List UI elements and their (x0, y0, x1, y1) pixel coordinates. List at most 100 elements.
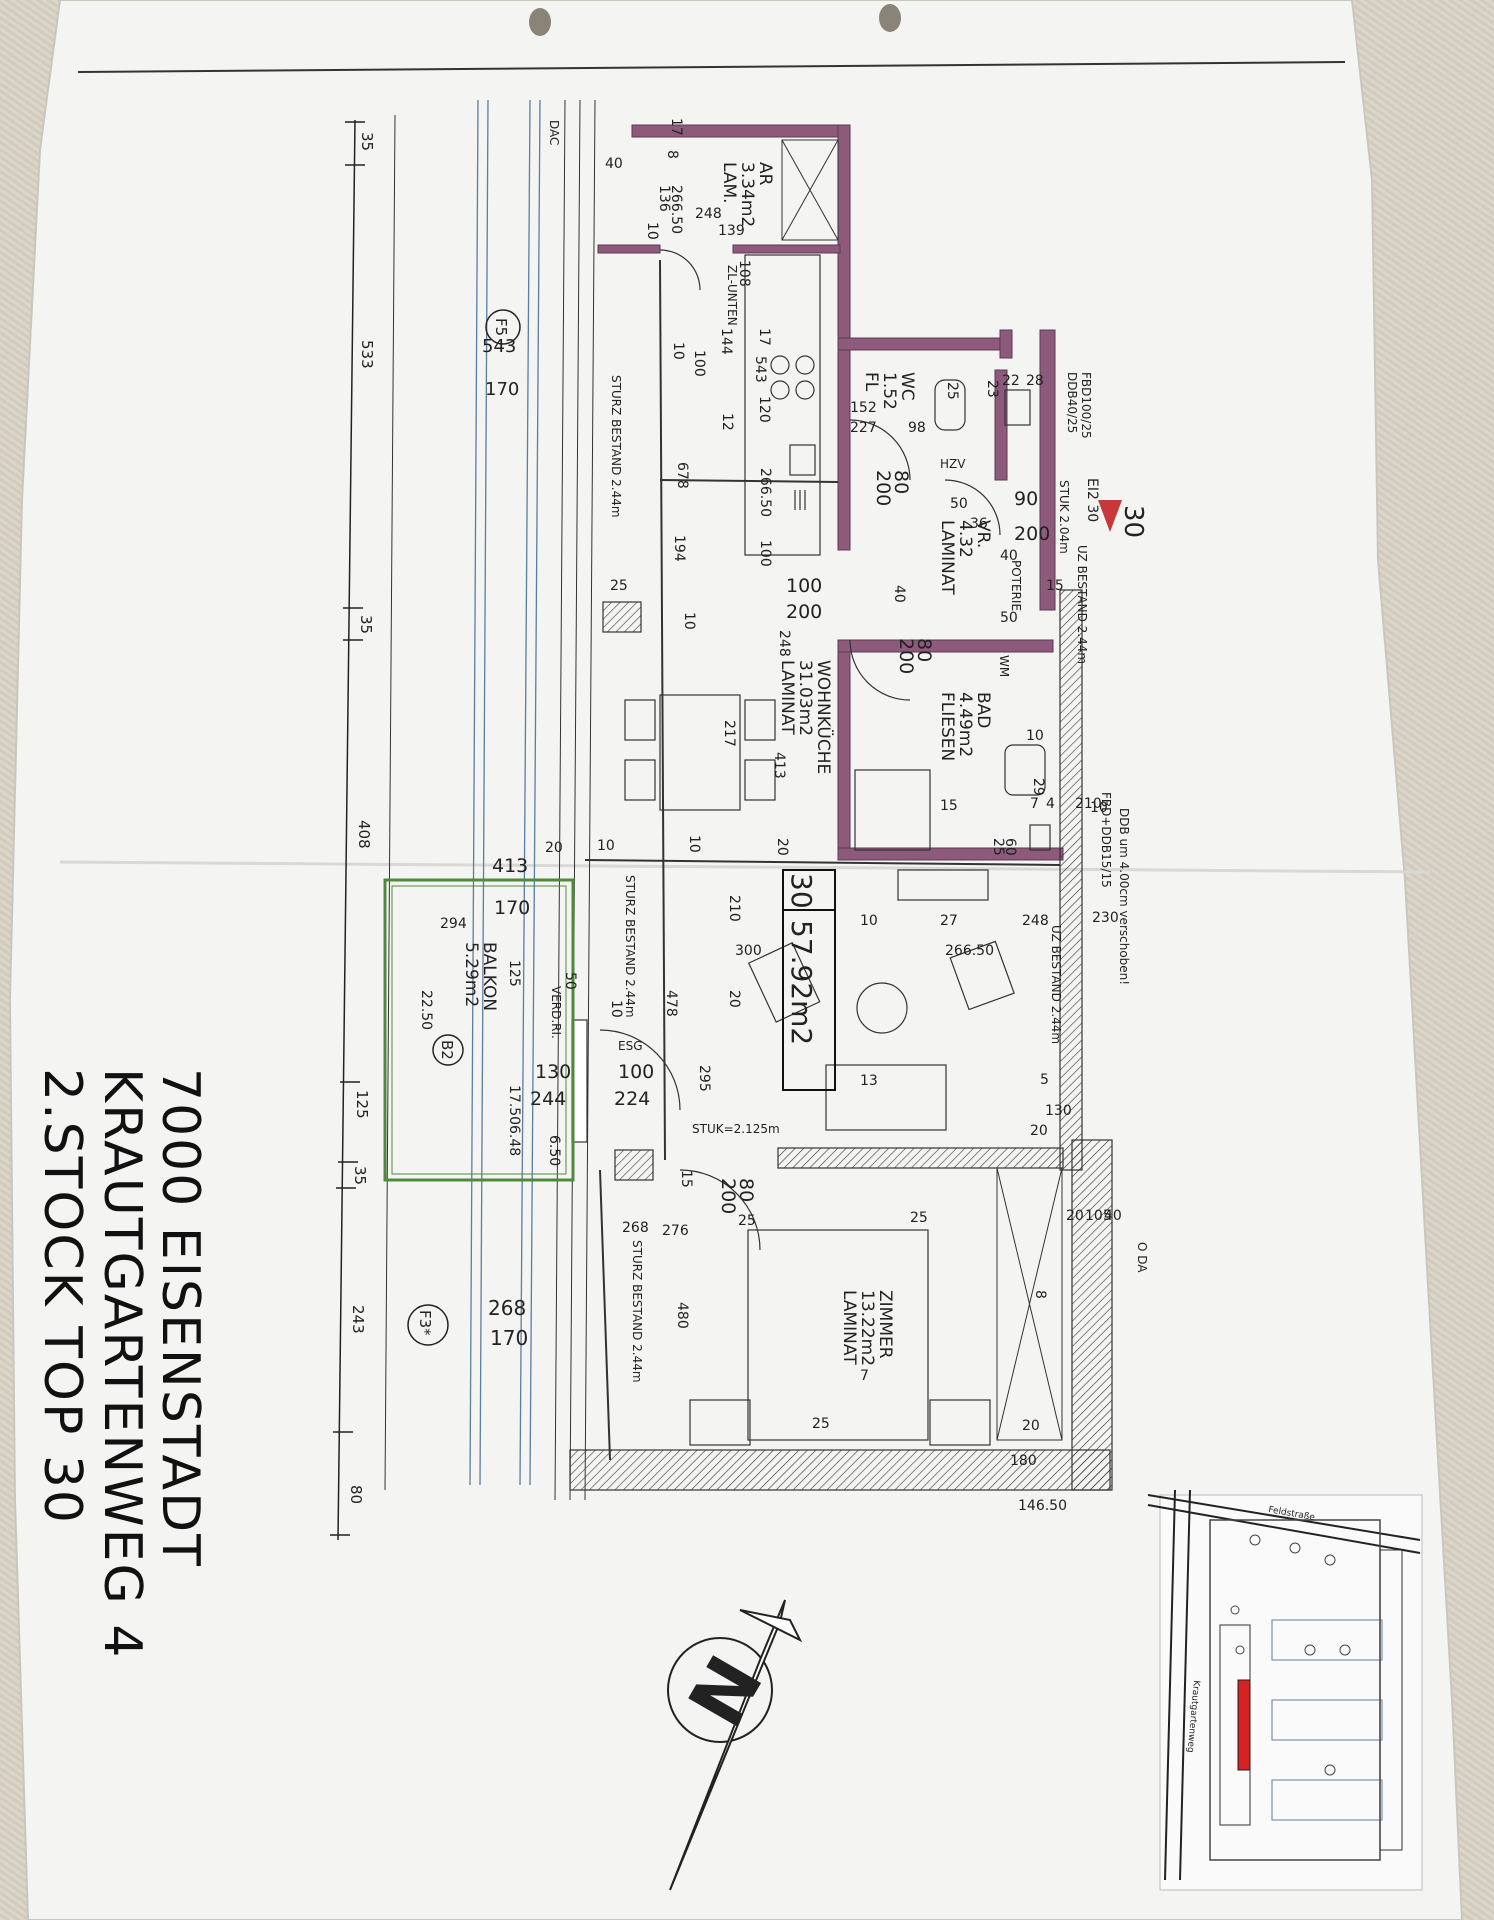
level-mark: 30 (1118, 505, 1148, 538)
window-f5-id: F5 (492, 318, 510, 336)
note-ddb40: DDB40/25 (1065, 372, 1079, 433)
punch-hole (879, 4, 901, 32)
dim-label: 543 (752, 356, 768, 383)
dim-label: 266.50 (757, 468, 773, 517)
note-poterie: POTERIE (1009, 560, 1023, 611)
door-mark: 224 (614, 1088, 650, 1110)
room-zimmer-label: ZIMMER (875, 1290, 895, 1359)
dim-label: 266.50 (945, 943, 994, 959)
misc-dim-labels: 1740248139136108266.50108144101754310012… (418, 118, 1122, 1514)
note-hzv: HZV (940, 457, 966, 471)
dim-label: 27 (940, 913, 958, 929)
dim-label: 243 (349, 1305, 367, 1334)
dim-label: 6.50 (546, 1135, 562, 1166)
door-mark: 80 (913, 638, 935, 662)
dim-label: 17.50 (506, 1085, 522, 1125)
area-box (782, 869, 836, 1091)
kitchen-counter (744, 254, 821, 556)
dim-label: 23 (984, 380, 1000, 398)
dim-label: 25 (990, 838, 1006, 856)
address-line-3: 2.STOCK TOP 30 (32, 1068, 92, 1525)
dim-label: 20 (1030, 1123, 1048, 1139)
dim-label: 15 (1046, 578, 1064, 594)
dim-label: 20 (545, 840, 563, 856)
room-vr-area: 4.32 (955, 520, 975, 558)
room-wohnkueche-area: 31.03m2 (795, 660, 815, 736)
dim-label: 98 (908, 420, 926, 436)
note-uz-1: UZ BESTAND 2.44m (1075, 545, 1089, 664)
dim-label: 266.50 (668, 185, 684, 234)
dim-label: 678 (674, 462, 690, 489)
room-balkon-area: 5.29m2 (461, 942, 481, 1007)
door-mark: 200 (717, 1178, 739, 1214)
dim-label: 10 (670, 342, 686, 360)
room-labels: AR 3.34m2 LAM. WC 1.52 FL VR. 4.32 LAMIN… (438, 162, 993, 1366)
door-swings (599, 249, 1001, 1251)
dim-label: 10 (681, 612, 697, 630)
room-ar-floor: LAM. (719, 162, 739, 204)
living-furniture (747, 869, 1015, 1131)
note-sturz-1: STURZ BESTAND 2.44m (609, 375, 623, 518)
dim-label: 276 (662, 1223, 689, 1239)
dim-label: 17 (756, 328, 772, 346)
dim-label: 125 (353, 1090, 371, 1119)
dim-label: 13 (860, 1073, 878, 1089)
unit-total-area: 57.92m2 (785, 920, 818, 1045)
dim-label: 6.48 (506, 1125, 522, 1156)
window-f5-size: 543 (482, 336, 516, 357)
room-bad-area: 4.49m2 (955, 692, 975, 757)
unit-area-labels: 30 57.92m2 30 EI2 30 (785, 478, 1148, 1045)
dim-label: 25 (812, 1416, 830, 1432)
address-line-2: KRAUTGARTENWEG 4 (92, 1068, 152, 1660)
note-ddb: DDB um 4.00cm verschoben! (1117, 808, 1131, 985)
door-mark: 90 (1014, 488, 1038, 510)
room-zimmer-area: 13.22m2 (857, 1290, 877, 1366)
dim-label: 10 (597, 838, 615, 854)
dim-label: 22.50 (418, 990, 434, 1030)
room-vr-label: VR. (973, 520, 993, 548)
dim-label: 8 (1032, 1290, 1048, 1299)
door-mark: 100 (786, 575, 822, 597)
door-mark: 170 (494, 897, 530, 919)
door-mark: 200 (872, 470, 894, 506)
room-bad-floor: FLIESEN (937, 692, 957, 761)
room-wc-area: 1.52 (879, 372, 899, 410)
window-f3-circle (407, 1304, 449, 1346)
door-mark: 100 (618, 1061, 654, 1083)
dim-label: 144 (718, 328, 734, 355)
paper-fold (59, 860, 1431, 874)
outer-dim-labels: 35 533 35 408 125 35 243 80 (347, 132, 376, 1504)
note-oda: O DA (1135, 1242, 1149, 1273)
dim-label: 268 (622, 1220, 649, 1236)
door-mark: 80 (735, 1178, 757, 1202)
dim-label: 413 (771, 752, 787, 779)
level-triangle (1098, 500, 1122, 532)
dim-label: 146.50 (1018, 1498, 1067, 1514)
window-f3-id: F3* (416, 1310, 434, 1336)
room-zimmer-floor: LAMINAT (839, 1290, 859, 1365)
dim-label: 15 (678, 1170, 694, 1188)
dim-label: 10 (644, 222, 660, 240)
note-wm: WM (997, 655, 1011, 677)
dim-label: 50 (1000, 610, 1018, 626)
balcony-inner (391, 885, 567, 1175)
dim-label: 108 (736, 260, 752, 287)
room-wohnkueche-floor: LAMINAT (777, 660, 797, 735)
dim-label: 125 (506, 960, 522, 987)
dim-label: 20 (774, 838, 790, 856)
dim-label: 248 (1022, 913, 1049, 929)
dim-label: 10 (1026, 728, 1044, 744)
note-verd: VERD.RI. (549, 986, 563, 1039)
note-sturz-3: STURZ BESTAND 2.44m (630, 1240, 644, 1383)
window-labels: F5 543 170 F3* 268 170 (416, 318, 528, 1350)
dim-label: 60 (1002, 838, 1018, 856)
unit-top-number: 30 (785, 873, 818, 909)
dim-label: 248 (695, 206, 722, 222)
dim-label: 120 (756, 396, 772, 423)
dim-label: 5 (1040, 1072, 1049, 1088)
dim-label: 248 (776, 630, 792, 657)
dim-label: 80 (347, 1485, 365, 1504)
dim-label: 227 (850, 420, 877, 436)
dim-label: 36 (970, 516, 988, 532)
